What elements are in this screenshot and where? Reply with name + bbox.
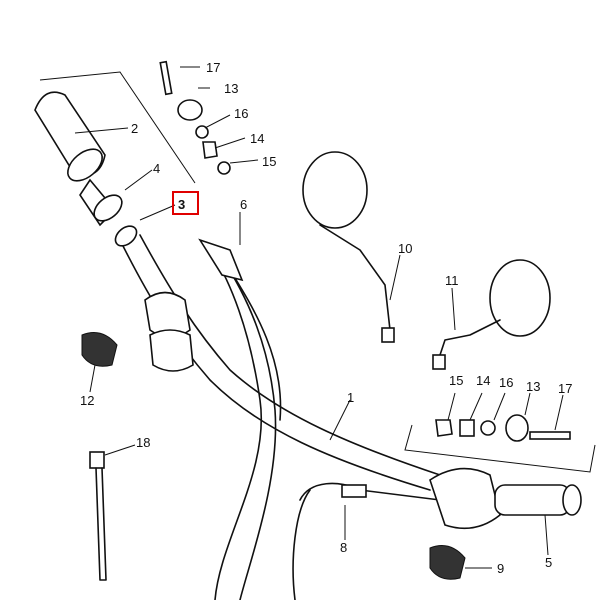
label-3: 3 — [178, 197, 185, 212]
highlight-box — [172, 191, 199, 215]
right-hardware — [404, 414, 596, 473]
label-18: 18 — [136, 435, 150, 450]
label-17: 17 — [206, 60, 220, 75]
label-10: 10 — [398, 241, 412, 256]
label-14: 14 — [250, 131, 264, 146]
label-13-right: 13 — [526, 379, 540, 394]
right-mirror — [432, 259, 551, 370]
label-11: 11 — [445, 273, 459, 288]
label-6: 6 — [240, 197, 247, 212]
label-12: 12 — [80, 393, 94, 408]
left-mirror — [302, 151, 395, 343]
label-2: 2 — [131, 121, 138, 136]
switches — [81, 332, 466, 580]
label-5: 5 — [545, 555, 552, 570]
label-16-right: 16 — [499, 375, 513, 390]
leader-lines — [74, 66, 564, 569]
right-grip — [429, 467, 582, 530]
label-9: 9 — [497, 561, 504, 576]
left-hardware — [39, 60, 231, 184]
label-4: 4 — [153, 161, 160, 176]
label-14-right: 14 — [476, 373, 490, 388]
label-1: 1 — [347, 390, 354, 405]
label-13: 13 — [224, 81, 238, 96]
throttle-cables — [198, 238, 441, 600]
left-grip — [34, 91, 138, 247]
label-8: 8 — [340, 540, 347, 555]
part-labels: 17 13 16 14 15 2 4 3 6 10 11 12 1 15 14 … — [80, 60, 572, 576]
cable-tie — [89, 451, 107, 581]
label-15-right: 15 — [449, 373, 463, 388]
handlebar — [119, 234, 441, 491]
label-16: 16 — [234, 106, 248, 121]
label-17-right: 17 — [558, 381, 572, 396]
label-15: 15 — [262, 154, 276, 169]
